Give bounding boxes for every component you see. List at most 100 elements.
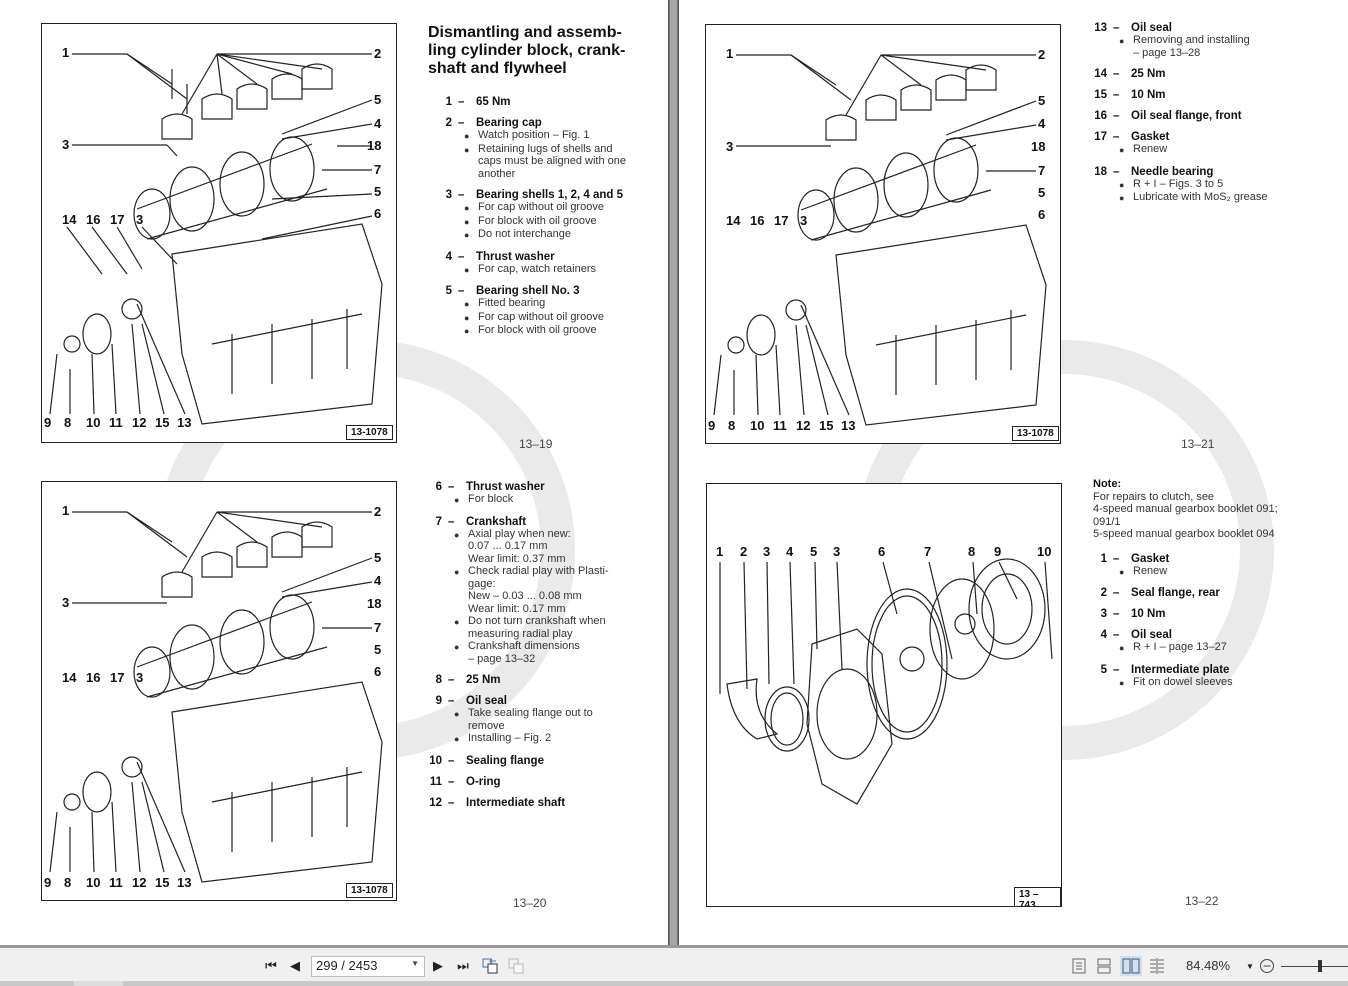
callout-2: 2 (1038, 47, 1046, 62)
two-page-icon (1122, 958, 1140, 974)
bullet-text: Removing and installing – page 13–28 (1133, 34, 1250, 59)
clutch-callout-8: 8 (968, 544, 976, 559)
item-number: 16 (1094, 110, 1107, 122)
item-dash: – (448, 674, 455, 686)
parts-list-item: 13–Oil seal●Removing and installing – pa… (1083, 22, 1313, 59)
bullet-text: For cap without oil groove (478, 201, 604, 213)
callout-9: 9 (708, 418, 716, 433)
item-dash: – (1113, 608, 1120, 620)
bullet-item: ●Axial play when new: 0.07 ... 0.17 mm W… (454, 528, 658, 566)
next-view-button[interactable] (507, 956, 525, 976)
item-title: 9–Oil seal (418, 695, 658, 707)
zoom-out-button[interactable] (1259, 956, 1275, 976)
item-dash: – (448, 515, 455, 528)
clutch-callout-3b: 3 (833, 544, 841, 559)
callout-13: 13 (177, 875, 192, 890)
last-page-icon: ⏭ (457, 958, 469, 973)
item-dash: – (1113, 552, 1120, 565)
callout-10: 10 (86, 875, 101, 890)
parts-list-item: 9–Oil seal●Take sealing flange out to re… (418, 695, 658, 746)
item-dash: – (1113, 110, 1120, 122)
bullet-icon: ● (1119, 36, 1125, 46)
callout-1: 1 (62, 503, 70, 518)
item-dash: – (448, 481, 455, 493)
item-label: Crankshaft (466, 515, 527, 528)
chevron-down-icon[interactable]: ▼ (411, 959, 419, 968)
item-title: 2–Seal flange, rear (1083, 587, 1323, 599)
callout-14: 14 (62, 670, 77, 685)
item-dash: – (1113, 629, 1120, 641)
callout-5: 5 (374, 550, 382, 565)
bullet-text: Renew (1133, 564, 1168, 577)
item-title: 15–10 Nm (1083, 89, 1313, 101)
bullet-list: ●Take sealing flange out to remove●Insta… (454, 707, 658, 746)
bullet-item: ●Fit on dowel sleeves (1119, 676, 1323, 690)
page-number-value: 299 / 2453 (316, 958, 378, 973)
next-page-button[interactable]: ▶ (431, 956, 445, 976)
callout-5: 5 (1038, 93, 1046, 108)
engine-figure-bottom: 1 2 5 4 3 18 7 5 6 14 16 17 3 9 8 10 11 … (41, 481, 397, 901)
parts-list-item: 16–Oil seal flange, front (1083, 110, 1313, 122)
text-column-p22: Note: For repairs to clutch, see 4-speed… (1093, 478, 1323, 698)
bullet-item: ●Renew (1119, 565, 1323, 579)
bullet-text: Do not turn crankshaft when measuring ra… (468, 615, 606, 640)
view-continuous-button[interactable] (1096, 956, 1112, 976)
pdf-navigation-toolbar: ⏮ ◀ 299 / 2453 ▼ ▶ ⏭ 84.48% ▼ (0, 945, 1348, 986)
item-label: Gasket (1131, 552, 1170, 565)
item-dash: – (1113, 89, 1120, 101)
bullet-text: Take sealing flange out to remove (468, 707, 593, 732)
item-label: Bearing cap (476, 117, 542, 129)
bullet-text: Renew (1133, 143, 1168, 155)
section-heading: Dismantling and assemb- ling cylinder bl… (428, 24, 626, 77)
item-dash: – (458, 189, 465, 201)
bullet-text: Installing – Fig. 2 (468, 732, 552, 744)
bullet-list: ●For cap without oil groove●For block wi… (464, 201, 658, 242)
callout-8: 8 (64, 875, 72, 890)
callout-12: 12 (796, 418, 811, 433)
zoom-slider-thumb[interactable] (1318, 960, 1322, 972)
item-dash: – (1113, 663, 1120, 676)
view-two-page-continuous-button[interactable] (1148, 956, 1166, 976)
callout-6: 6 (1038, 207, 1046, 222)
last-page-button[interactable]: ⏭ (455, 956, 471, 976)
bullet-item: ●For cap, watch retainers (464, 263, 658, 277)
item-label: Intermediate shaft (466, 796, 566, 809)
view-two-page-button[interactable] (1120, 956, 1142, 976)
page-number-select[interactable]: 299 / 2453 ▼ (311, 956, 425, 977)
figure-code: 13-1078 (346, 425, 393, 440)
callout-14: 14 (726, 213, 741, 228)
parts-list-item: 12–Intermediate shaft (418, 797, 658, 809)
callout-9: 9 (44, 875, 52, 890)
bullet-item: ●Renew (1119, 143, 1313, 157)
prev-page-button[interactable]: ◀ (288, 956, 302, 976)
engine-figure-top: 1 2 5 4 3 18 7 5 6 14 16 17 3 9 8 10 11 … (41, 23, 397, 443)
note-block: Note: For repairs to clutch, see 4-speed… (1093, 478, 1323, 541)
bullet-item: ●Do not interchange (464, 228, 658, 242)
parts-list-item: 6–Thrust washer●For block (418, 481, 658, 507)
item-label: Intermediate plate (1131, 663, 1230, 676)
item-label: Oil seal (1131, 22, 1172, 34)
bullet-item: ●For block with oil groove (464, 324, 658, 338)
item-number: 17 (1094, 131, 1107, 143)
previous-view-button[interactable] (481, 956, 499, 976)
zoom-slider-track[interactable] (1281, 966, 1348, 967)
callout-3: 3 (62, 137, 70, 152)
first-page-button[interactable]: ⏮ (263, 956, 279, 976)
zoom-level[interactable]: 84.48% (1186, 958, 1231, 973)
item-label: Needle bearing (1131, 165, 1214, 178)
bullet-text: Axial play when new: 0.07 ... 0.17 mm We… (468, 527, 571, 565)
callout-8: 8 (728, 418, 736, 433)
bullet-item: ●R + I – page 13–27 (1119, 641, 1323, 655)
first-page-icon: ⏮ (265, 958, 277, 973)
zoom-dropdown-button[interactable]: ▼ (1246, 961, 1254, 971)
view-single-page-button[interactable] (1071, 956, 1087, 976)
item-dash: – (1113, 131, 1120, 143)
callout-3b: 3 (136, 670, 144, 685)
callout-18: 18 (367, 596, 382, 611)
item-title: 4–Thrust washer (428, 251, 658, 263)
figure-code: 13-1078 (1012, 426, 1059, 441)
bullet-list: ●Watch position – Fig. 1●Retaining lugs … (464, 129, 658, 180)
item-dash: – (1113, 22, 1120, 34)
item-label: 10 Nm (1131, 608, 1166, 620)
